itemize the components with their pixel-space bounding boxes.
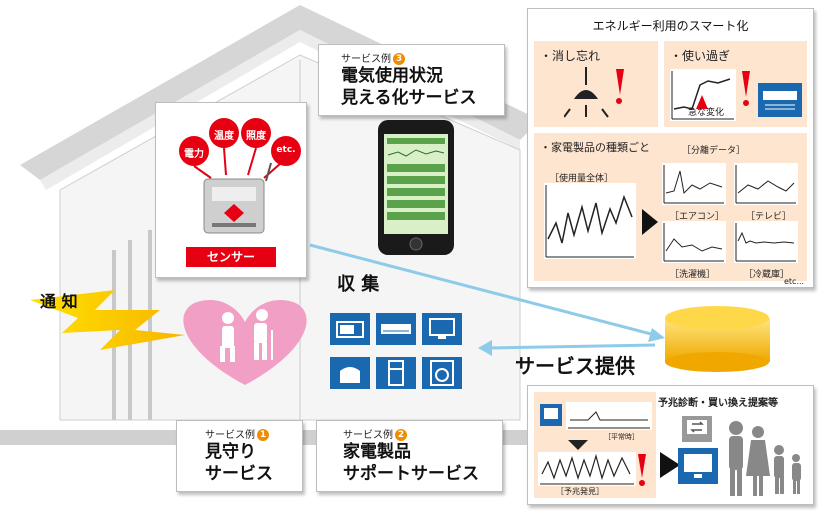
service3-number: 3 [393, 53, 405, 65]
aircon-label: ［エアコン］ [670, 212, 725, 222]
collect-label: 収 集 [337, 274, 380, 295]
air-conditioner-icon [376, 313, 416, 345]
total-usage-label: ［使用量全体］ [550, 174, 614, 184]
etc-label: etc... [784, 277, 805, 286]
washing-machine-icon [422, 357, 462, 389]
arrow-to-database [648, 328, 665, 342]
service2-number: 2 [395, 429, 407, 441]
by-type-label: ・家電製品の種類ごと [540, 141, 650, 154]
fridge-label: ［冷蔵庫］ [744, 270, 790, 280]
air-conditioner-icon [758, 83, 802, 117]
service2-title: サービス例 [343, 430, 393, 441]
sensor-label: センサー [186, 247, 276, 267]
new-tv-icon [678, 448, 718, 484]
fridge-graph [734, 221, 798, 263]
overuse-label: ・使い過ぎ [670, 49, 731, 63]
diagnosis-panel: ［平常時］ ［予兆発見］ 予兆診断・買い換え提案等 [527, 385, 814, 505]
sensor-input-temperature: 温度 [214, 131, 234, 142]
washer-label: ［洗濯機］ [670, 270, 716, 280]
sensor-input-etc: etc. [276, 145, 296, 155]
anomaly-graph [538, 452, 646, 486]
service2-line2: サポートサービス [343, 464, 479, 484]
sudden-change-label: 急な変化 [688, 108, 725, 118]
replacement-icon [682, 416, 712, 442]
family-icon [729, 421, 801, 496]
right-arrow-icon [660, 452, 680, 478]
total-usage-graph [544, 183, 636, 259]
washer-graph [662, 221, 726, 263]
overuse-panel: ・使い過ぎ 急な変化 [664, 41, 807, 127]
aircon-graph [662, 163, 726, 205]
lightning-icon [30, 290, 185, 350]
microwave-icon [330, 313, 370, 345]
smart-energy-title: エネルギー利用のスマート化 [592, 19, 749, 33]
rice-cooker-icon [330, 357, 370, 389]
service2-line1: 家電製品 [343, 442, 411, 462]
service3-line1: 電気使用状況 [341, 66, 443, 86]
sensor-input-power: 電力 [184, 149, 204, 160]
arrow-to-appliances [478, 340, 492, 356]
service1-line1: 見守り [205, 442, 256, 462]
sensor-device-icon [203, 162, 272, 234]
split-arrow-icon [642, 209, 658, 235]
normal-state-graph [540, 402, 652, 430]
sudden-change-graph [670, 69, 802, 121]
smart-energy-panel: エネルギー利用のスマート化 ・消し忘れ ・使い過ぎ [527, 8, 814, 288]
by-type-panel: ・家電製品の種類ごと ［分離データ］ ［使用量全体］ ［エアコン］ ［テレビ］ … [534, 133, 807, 286]
anomaly-label: ［予兆発見］ [556, 487, 604, 496]
diagnosis-title: 予兆診断・買い換え提案等 [658, 398, 778, 409]
tv-graph [734, 163, 798, 205]
smartphone-icon [378, 120, 454, 255]
sensor-input-illuminance: 照度 [246, 131, 266, 142]
forget-label: ・消し忘れ [540, 49, 601, 63]
diagnosis-graph-panel: ［平常時］ ［予兆発見］ [534, 392, 656, 498]
tv-icon [422, 313, 462, 345]
database-icon [665, 306, 770, 372]
split-data-label: ［分離データ］ [682, 146, 746, 156]
service-provide-label: サービス提供 [515, 354, 635, 378]
tv-label: ［テレビ］ [746, 212, 792, 222]
down-arrow-icon [568, 440, 588, 450]
forget-panel: ・消し忘れ [534, 41, 658, 127]
service3-title: サービス例 [341, 54, 391, 65]
service1-line2: サービス [205, 464, 273, 484]
service1-title: サービス例 [205, 430, 255, 441]
service1-number: 1 [257, 429, 269, 441]
elderly-care-icon [183, 300, 307, 385]
refrigerator-icon [376, 357, 416, 389]
normal-label: ［平常時］ [604, 433, 639, 441]
sensor-card: 電力 温度 照度 etc. センサー [155, 102, 307, 278]
sensor-inputs-graphic [179, 118, 301, 234]
notify-label: 通 知 [40, 292, 78, 311]
tv-icon [540, 404, 562, 426]
lamp-icon [564, 67, 624, 118]
service3-line2: 見える化サービス [341, 88, 477, 108]
